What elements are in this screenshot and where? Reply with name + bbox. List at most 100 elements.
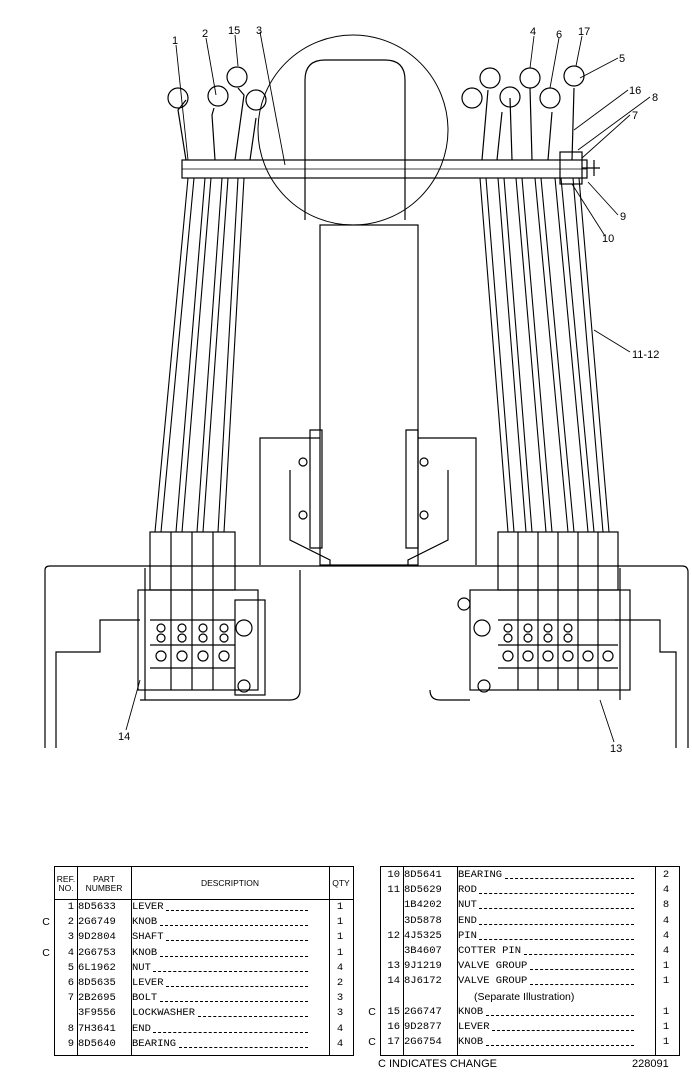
quantity: 3 bbox=[336, 992, 344, 1005]
part-number: 8D5633 bbox=[78, 901, 116, 913]
callout-label: 14 bbox=[118, 731, 130, 743]
leader-dashes bbox=[166, 910, 308, 911]
ref-number: 7 bbox=[67, 992, 74, 1005]
quantity: 4 bbox=[662, 884, 670, 897]
knob-icon bbox=[479, 67, 501, 89]
change-marker: C bbox=[368, 1036, 376, 1049]
part-number: 3D5878 bbox=[404, 914, 442, 927]
ref-number: 1 bbox=[67, 901, 74, 913]
description: BOLT bbox=[132, 992, 158, 1005]
callout-label: 6 bbox=[556, 29, 562, 41]
knob-icon bbox=[226, 66, 248, 88]
valve-group-right bbox=[457, 531, 631, 693]
quantity: 1 bbox=[336, 916, 344, 929]
quantity: 4 bbox=[662, 929, 670, 942]
description: COTTER PIN bbox=[458, 945, 522, 957]
quantity: 1 bbox=[662, 1021, 670, 1033]
table-row: 3B4607 COTTER PIN 4 bbox=[366, 944, 678, 959]
description: SHAFT bbox=[132, 931, 164, 944]
quantity: 1 bbox=[336, 946, 344, 959]
description: VALVE GROUP bbox=[458, 960, 528, 973]
description: BEARING bbox=[132, 1037, 177, 1050]
leader-dashes bbox=[479, 893, 634, 895]
leader-dashes bbox=[485, 1014, 634, 1016]
description: KNOB bbox=[458, 1036, 484, 1049]
part-number: 2G6749 bbox=[78, 916, 116, 929]
callout-label: 5 bbox=[619, 53, 625, 65]
ref-number: 15 bbox=[387, 1005, 400, 1018]
table-row: 1B4202 NUT 8 bbox=[366, 898, 678, 913]
leader-dashes bbox=[524, 954, 634, 955]
description: (Separate Illustration) bbox=[474, 990, 575, 1003]
part-number: 9D2804 bbox=[78, 931, 116, 944]
table-row: 3F9556 LOCKWASHER 3 bbox=[40, 1006, 352, 1021]
lever-group-left bbox=[167, 66, 267, 161]
chassis-inner bbox=[55, 619, 677, 748]
knob-icon bbox=[539, 87, 561, 109]
part-number: 2G6753 bbox=[78, 946, 116, 959]
description: NUT bbox=[458, 899, 477, 912]
leader-dashes bbox=[153, 970, 308, 972]
quantity: 3 bbox=[336, 1007, 344, 1020]
knob-icon bbox=[563, 65, 585, 87]
quantity: 4 bbox=[336, 1022, 344, 1035]
ref-number: 6 bbox=[67, 977, 74, 989]
part-number: 2G6754 bbox=[404, 1036, 442, 1049]
part-number: 3B4607 bbox=[404, 945, 442, 957]
callout-labels: 1 2 15 3 4 6 17 5 16 8 7 9 10 11-12 14 1… bbox=[118, 25, 659, 755]
part-number: 2B2695 bbox=[78, 992, 116, 1005]
lever-group-right bbox=[461, 65, 585, 161]
leader-dashes bbox=[492, 1030, 634, 1031]
description: END bbox=[132, 1022, 151, 1035]
leader-dashes bbox=[166, 986, 308, 987]
parts-table-right bbox=[380, 866, 680, 1056]
callout-label: 7 bbox=[632, 110, 638, 122]
part-number: 9D2877 bbox=[404, 1021, 442, 1033]
leader-dashes bbox=[479, 908, 634, 910]
ref-number: 17 bbox=[387, 1036, 400, 1049]
quantity: 1 bbox=[662, 1005, 670, 1018]
callout-label: 10 bbox=[602, 233, 614, 245]
leader-dashes bbox=[159, 1001, 308, 1003]
description: LEVER bbox=[458, 1021, 490, 1033]
quantity: 2 bbox=[662, 869, 670, 881]
part-number: 8D5641 bbox=[404, 869, 442, 881]
knob-icon bbox=[207, 85, 229, 107]
ref-number: 4 bbox=[67, 946, 74, 959]
header-description: DESCRIPTION bbox=[200, 878, 260, 888]
description: ROD bbox=[458, 884, 477, 897]
part-number: 1B4202 bbox=[404, 899, 442, 912]
ref-number: 3 bbox=[67, 931, 74, 944]
ref-number: 11 bbox=[387, 884, 400, 897]
quantity: 4 bbox=[662, 945, 670, 957]
leader-dashes bbox=[485, 1045, 634, 1047]
leader-dashes bbox=[159, 925, 308, 927]
part-number: 8J6172 bbox=[404, 975, 442, 988]
part-number: 3F9556 bbox=[78, 1007, 116, 1020]
part-number: 8D5640 bbox=[78, 1037, 116, 1050]
quantity: 1 bbox=[336, 901, 344, 913]
part-number: 8D5629 bbox=[404, 884, 442, 897]
leader-dashes bbox=[479, 923, 634, 925]
parts-table-left: REF. NO. PART NUMBER DESCRIPTION QTY bbox=[54, 866, 354, 1056]
detail-circle bbox=[257, 34, 449, 226]
leader-lines bbox=[125, 31, 651, 743]
knob-icon bbox=[461, 87, 483, 109]
description: END bbox=[458, 914, 477, 927]
description: PIN bbox=[458, 929, 477, 942]
ref-number: 8 bbox=[67, 1022, 74, 1035]
part-number: 2G6747 bbox=[404, 1005, 442, 1018]
quantity: 8 bbox=[662, 899, 670, 912]
description: LOCKWASHER bbox=[132, 1007, 196, 1020]
rods-left bbox=[154, 177, 245, 533]
